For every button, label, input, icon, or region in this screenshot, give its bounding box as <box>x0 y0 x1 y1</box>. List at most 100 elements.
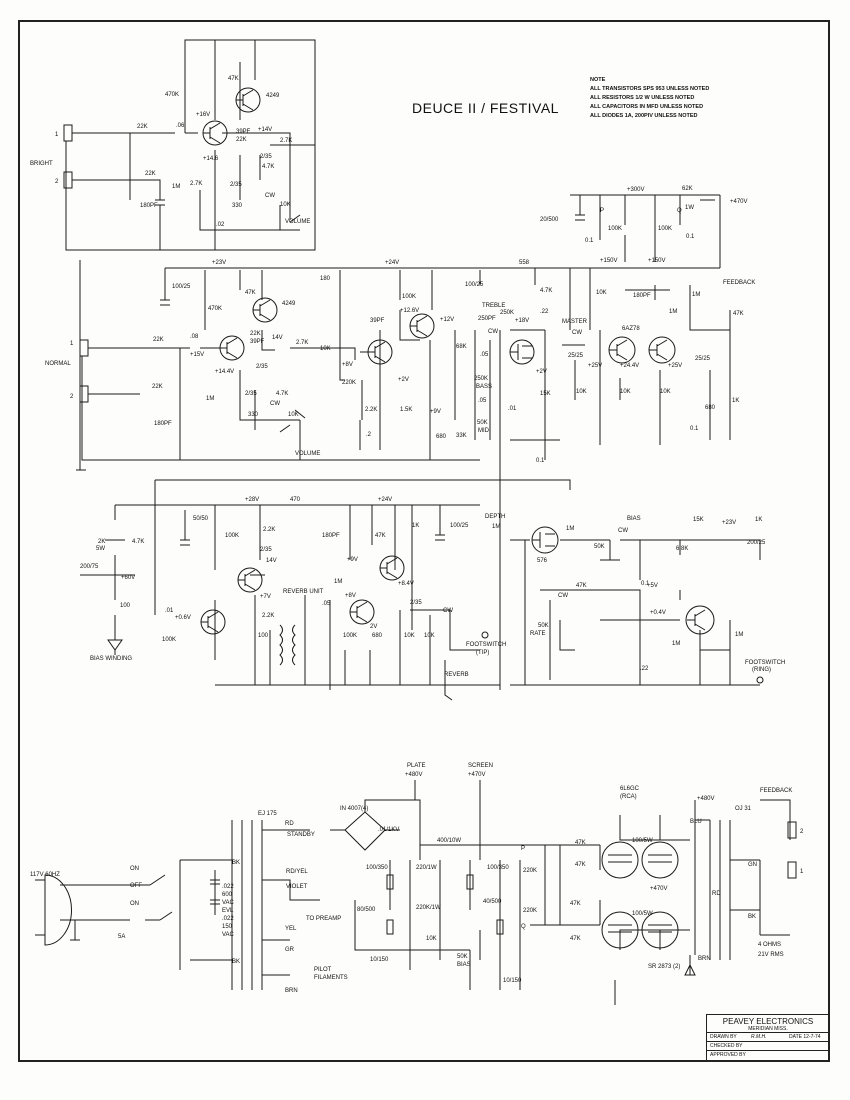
label-22: .22 <box>540 309 549 315</box>
label-60v: +60V <box>121 575 135 581</box>
label-10k: 10K <box>426 936 437 942</box>
label-in4007: IN 4007(4) <box>340 806 368 812</box>
label-1m: 1M <box>206 396 214 402</box>
label-39pf: 39PF <box>236 129 251 135</box>
vibrato-oscillator-transistor <box>685 605 715 635</box>
label-reverb: REVERB <box>444 672 469 678</box>
label-2-7k: 2.7K <box>296 340 308 346</box>
label-100-25: 100/25 <box>465 282 484 288</box>
label-10k: 10K <box>320 346 331 352</box>
label-2-35: 2/35 <box>245 391 257 397</box>
reverb-transducer-coils <box>279 624 296 666</box>
label-10-150: 10/150 <box>503 978 522 984</box>
label-brn: BRN <box>285 988 298 994</box>
title-block: PEAVEY ELECTRONICS MERIDIAN MISS. DRAWN … <box>706 1014 830 1062</box>
bright-jack-2 <box>63 171 73 189</box>
label-cw: CW <box>270 401 280 407</box>
label-bass: BASS <box>476 384 492 390</box>
power-tube-6l6gc <box>601 841 639 879</box>
label-2-7k: 2.7K <box>190 181 202 187</box>
label-1k: 1K <box>412 523 419 529</box>
label-50-50: 50/50 <box>193 516 209 522</box>
label-cw: CW <box>572 330 582 336</box>
output-jack-1[interactable] <box>787 861 797 879</box>
label-250k: 250K <box>500 310 514 316</box>
label-10k: 10K <box>288 412 299 418</box>
label-180pf: 180PF <box>154 421 172 427</box>
label-16v: +16V <box>196 112 210 118</box>
label-on: ON <box>130 901 139 907</box>
label-576: 576 <box>537 558 548 564</box>
label-0-6v: +0.6V <box>175 615 191 621</box>
label-6l6gc: 6L6GC <box>620 786 640 792</box>
label-14v: 14V <box>272 335 283 341</box>
output-jack-2[interactable] <box>787 821 797 839</box>
label-2: .2 <box>366 432 372 438</box>
power-tube-6l6gc <box>641 841 679 879</box>
label-300v: +300V <box>627 187 645 193</box>
label-4249: 4249 <box>266 93 280 99</box>
label-20-500: 20/500 <box>540 217 559 223</box>
label-2v: +2V <box>398 377 409 383</box>
label-14v: +14V <box>258 127 272 133</box>
label-470: 470 <box>290 497 301 503</box>
label-25v: +25V <box>668 363 682 369</box>
label-gr: GR <box>285 947 295 953</box>
checked-by-label: CHECKED BY <box>710 1043 743 1049</box>
label-24v: +24V <box>378 497 392 503</box>
label-22k: 22K <box>137 124 148 130</box>
label-screen: SCREEN <box>468 763 493 769</box>
footswitch-ring-jack[interactable] <box>756 676 764 684</box>
label-12v: +12V <box>440 317 454 323</box>
label-47k: 47K <box>575 862 586 868</box>
label-470k: 470K <box>165 92 179 98</box>
label-2-35: 2/35 <box>260 547 272 553</box>
approved-by-label: APPROVED BY <box>710 1052 746 1058</box>
label-08: .08 <box>190 334 199 340</box>
bright-jack-1 <box>63 124 73 142</box>
label-180pf: 180PF <box>633 293 651 299</box>
label-50k: 50K <box>457 954 468 960</box>
label-22k: 22K <box>153 337 164 343</box>
label-47k: 47K <box>733 311 744 317</box>
bridge-rectifier <box>330 811 400 851</box>
label-23v: +23V <box>212 260 226 266</box>
label-7v: +7V <box>260 594 271 600</box>
checked-by-row: CHECKED BY <box>707 1041 829 1050</box>
label-15k: 15K <box>540 391 551 397</box>
label-2-2k: 2.2K <box>365 407 377 413</box>
label-5w: 5W <box>96 546 105 552</box>
label-2-35: 2/35 <box>230 182 242 188</box>
label-4-7k: 4.7K <box>132 539 144 545</box>
label-1m: 1M <box>334 579 342 585</box>
label-600: 600 <box>222 892 233 898</box>
label-0-1: 0.1 <box>536 458 545 464</box>
label-05: .05 <box>480 352 489 358</box>
label-24v: +24V <box>385 260 399 266</box>
label-100-350: 100/350 <box>366 865 388 871</box>
label-bias: BIAS <box>627 516 641 522</box>
label-50k: 50K <box>538 623 549 629</box>
label-2-35: 2/35 <box>410 600 422 606</box>
label-8v: +8V <box>342 362 353 368</box>
label-0-1: 0.1 <box>686 234 695 240</box>
label-1m: 1M <box>692 292 700 298</box>
power-tube-6l6gc <box>641 911 679 949</box>
note-line: ALL TRANSISTORS SPS 953 UNLESS NOTED <box>590 86 710 92</box>
normal-jack-1 <box>79 339 89 357</box>
label-02: .02 <box>216 222 225 228</box>
label-470v: +470V <box>468 772 486 778</box>
label-18v: +18V <box>515 318 529 324</box>
driver-stage: +300V 62K 1W +470V 20/500 P Q 0.1 100K 1… <box>540 186 755 445</box>
label-5v: +5V <box>647 583 658 589</box>
label-6az78: 6AZ78 <box>622 326 640 332</box>
label-feedback: FEEDBACK <box>723 280 755 286</box>
label-2v: 2V <box>370 624 377 630</box>
label-0-1: 0.1 <box>690 426 699 432</box>
schematic-title: DEUCE II / FESTIVAL <box>412 100 559 116</box>
bright-channel: BRIGHT 1 2 22K 22K 180PF 1M .06 470K 47K… <box>30 39 316 251</box>
label-rca: (RCA) <box>620 794 637 800</box>
normal-jack-1-label: 1 <box>70 341 74 347</box>
footswitch-tip-jack[interactable] <box>481 631 489 639</box>
